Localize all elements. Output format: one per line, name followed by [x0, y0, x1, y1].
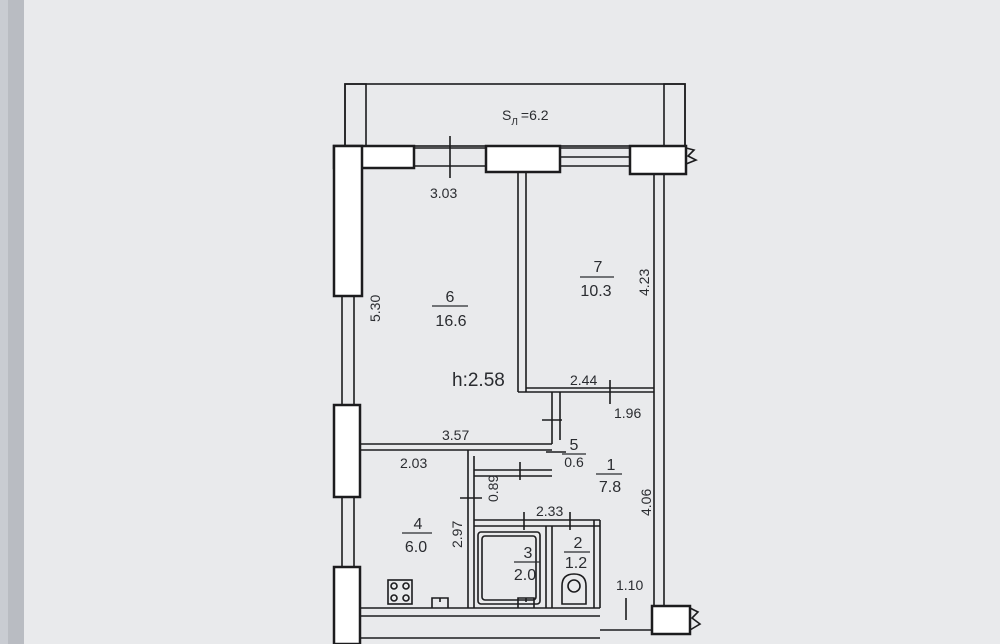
dim-4-23: 4.23 — [636, 269, 652, 296]
interior-walls — [360, 172, 654, 608]
svg-text:3: 3 — [524, 545, 533, 562]
room-4-label: 4 6.0 — [402, 516, 432, 556]
dim-2-03: 2.03 — [400, 455, 427, 471]
dim-2-44: 2.44 — [570, 372, 597, 388]
balcony-area-label: SЛ=6.2 — [502, 107, 549, 128]
dim-0-89: 0.89 — [485, 475, 501, 502]
svg-text:0.6: 0.6 — [564, 454, 584, 470]
svg-text:6.0: 6.0 — [405, 539, 427, 556]
room-3-label: 3 2.0 — [514, 545, 540, 584]
svg-text:10.3: 10.3 — [580, 283, 611, 300]
toilet — [561, 573, 587, 605]
paper-sheet — [22, 0, 1000, 644]
svg-text:16.6: 16.6 — [435, 313, 466, 330]
svg-text:1.2: 1.2 — [565, 555, 587, 572]
svg-text:4: 4 — [414, 516, 423, 533]
ceiling-height-label: h:2.58 — [452, 370, 505, 391]
svg-text:2.0: 2.0 — [514, 567, 536, 584]
room-5-label: 5 0.6 — [562, 437, 586, 470]
svg-text:1: 1 — [607, 457, 616, 474]
dim-1-10: 1.10 — [616, 577, 643, 593]
paper-shadow — [8, 0, 24, 644]
dim-1-96: 1.96 — [614, 405, 641, 421]
dimension-marks — [449, 136, 627, 620]
dim-3-57: 3.57 — [442, 427, 469, 443]
room-1-label: 1 7.8 — [596, 457, 622, 496]
exterior-walls — [332, 144, 702, 644]
room-7-label: 7 10.3 — [580, 259, 614, 300]
svg-text:6: 6 — [446, 289, 455, 306]
dim-2-33: 2.33 — [536, 503, 563, 519]
svg-text:2: 2 — [574, 535, 583, 552]
bath-sink — [517, 597, 535, 608]
room-6-label: 6 16.6 — [432, 289, 468, 330]
svg-text:7.8: 7.8 — [599, 479, 621, 496]
dim-3-03: 3.03 — [430, 185, 457, 201]
svg-text:5: 5 — [570, 437, 579, 454]
bathtub — [477, 531, 541, 605]
dim-2-97: 2.97 — [449, 521, 465, 548]
svg-text:7: 7 — [594, 259, 603, 276]
kitchen-sink — [431, 597, 449, 608]
fixtures — [387, 531, 587, 608]
dim-5-30: 5.30 — [367, 295, 383, 322]
stove — [387, 579, 413, 605]
room-2-label: 2 1.2 — [564, 535, 590, 572]
dim-4-06: 4.06 — [638, 489, 654, 516]
